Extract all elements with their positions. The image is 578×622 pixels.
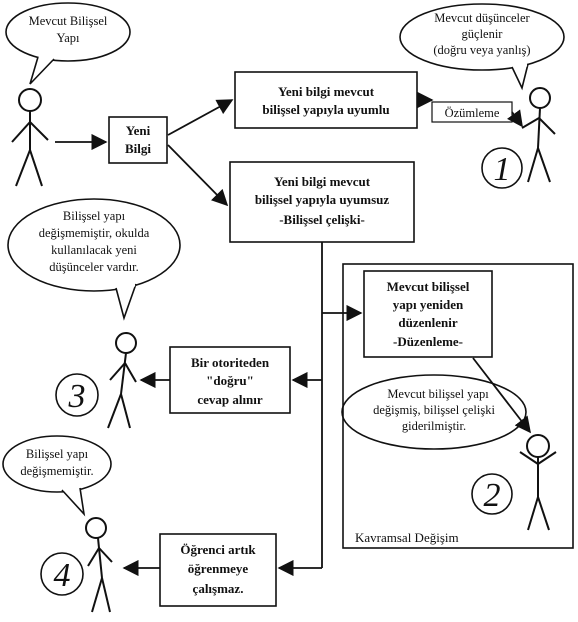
svg-text:cevap alınır: cevap alınır — [197, 392, 263, 407]
number-1-badge: 1 — [481, 147, 523, 189]
bubble-line: Bilişsel yapı — [63, 209, 126, 223]
svg-text:yapı yeniden: yapı yeniden — [393, 297, 464, 312]
bubble-line: güçlenir — [462, 27, 504, 41]
assimilation-label: Özümleme — [431, 101, 513, 123]
svg-text:Yeni bilgi mevcut: Yeni bilgi mevcut — [274, 174, 371, 189]
box-stops-learning: Öğrenci artık öğrenmeye çalışmaz. — [159, 533, 277, 607]
bubble-unchanged: Bilişsel yapı değişmemiştir. — [2, 435, 112, 517]
box-new-information: Yeni Bilgi — [108, 116, 168, 164]
stick-figure-1 — [521, 87, 556, 183]
svg-text:-Bilişsel çelişki-: -Bilişsel çelişki- — [279, 212, 365, 227]
svg-text:Bilgi: Bilgi — [125, 141, 151, 156]
arrow-reorganization-to-figure-2 — [472, 357, 531, 434]
conceptual-change-label: Kavramsal Değişim — [355, 530, 459, 545]
svg-text:3: 3 — [68, 378, 86, 415]
stick-figure-3 — [107, 332, 137, 429]
bubble-unchanged-new-ideas: Bilişsel yapı değişmemiştir, okulda kull… — [7, 198, 181, 321]
bubble-line: değişmiş, bilişsel çelişki — [373, 403, 495, 417]
svg-text:2: 2 — [484, 477, 501, 514]
connectors — [55, 91, 531, 577]
bubble-line: değişmemiştir, okulda — [39, 226, 150, 240]
svg-text:"doğru": "doğru" — [206, 373, 254, 388]
bubble-line: Bilişsel yapı — [26, 447, 89, 461]
bubble-structure-changed: Mevcut bilişsel yapı değişmiş, bilişsel … — [341, 374, 527, 450]
number-4-badge: 4 — [40, 552, 84, 596]
stick-figure-4 — [85, 517, 113, 613]
bubble-thoughts-strengthen: Mevcut düşünceler güçlenir (doğru veya y… — [399, 3, 565, 91]
svg-text:Özümleme: Özümleme — [445, 106, 500, 120]
number-3-badge: 3 — [55, 373, 99, 417]
bubble-line: giderilmiştir. — [402, 419, 466, 433]
bubble-existing-structure: Mevcut Bilişsel Yapı — [5, 2, 131, 85]
bubble-line: kullanılacak yeni — [51, 243, 137, 257]
svg-text:-Düzenleme-: -Düzenleme- — [393, 334, 463, 349]
box-incompatible: Yeni bilgi mevcut bilişsel yapıyla uyums… — [229, 161, 415, 243]
stick-figure-2 — [519, 434, 557, 531]
svg-text:Mevcut bilişsel: Mevcut bilişsel — [387, 279, 470, 294]
svg-text:Yeni: Yeni — [126, 123, 151, 138]
svg-text:Öğrenci artık: Öğrenci artık — [180, 542, 256, 557]
bubble-line: Mevcut Bilişsel — [29, 14, 108, 28]
svg-text:4: 4 — [54, 557, 71, 594]
bubble-line: düşünceler vardır. — [49, 260, 139, 274]
svg-text:öğrenmeye: öğrenmeye — [188, 561, 249, 576]
svg-text:1: 1 — [494, 151, 511, 188]
svg-text:Bir otoriteden: Bir otoriteden — [191, 355, 270, 370]
number-2-badge: 2 — [471, 473, 513, 515]
box-compatible: Yeni bilgi mevcut bilişsel yapıyla uyuml… — [234, 71, 418, 129]
svg-text:bilişsel yapıyla uyumlu: bilişsel yapıyla uyumlu — [262, 102, 389, 117]
svg-text:çalışmaz.: çalışmaz. — [193, 581, 244, 596]
stick-figure-learner — [11, 88, 49, 187]
bubble-line: Mevcut düşünceler — [434, 11, 530, 25]
box-reorganization: Mevcut bilişsel yapı yeniden düzenlenir … — [363, 270, 493, 358]
conceptual-change-frame: Kavramsal Değişim — [342, 263, 574, 549]
arrow-assimilation-to-figure-1 — [506, 109, 523, 128]
bubble-line: (doğru veya yanlış) — [433, 43, 530, 57]
svg-text:Yeni bilgi mevcut: Yeni bilgi mevcut — [278, 84, 375, 99]
svg-text:düzenlenir: düzenlenir — [398, 315, 457, 330]
arrow-new-info-to-compatible — [167, 99, 234, 136]
arrow-new-info-to-incompatible — [167, 144, 229, 207]
bubble-line: Mevcut bilişsel yapı — [387, 387, 489, 401]
bubble-line: Yapı — [56, 31, 80, 45]
svg-text:bilişsel yapıyla uyumsuz: bilişsel yapıyla uyumsuz — [255, 192, 390, 207]
bubble-line: değişmemiştir. — [20, 464, 93, 478]
box-authority-answer: Bir otoriteden "doğru" cevap alınır — [169, 346, 291, 414]
